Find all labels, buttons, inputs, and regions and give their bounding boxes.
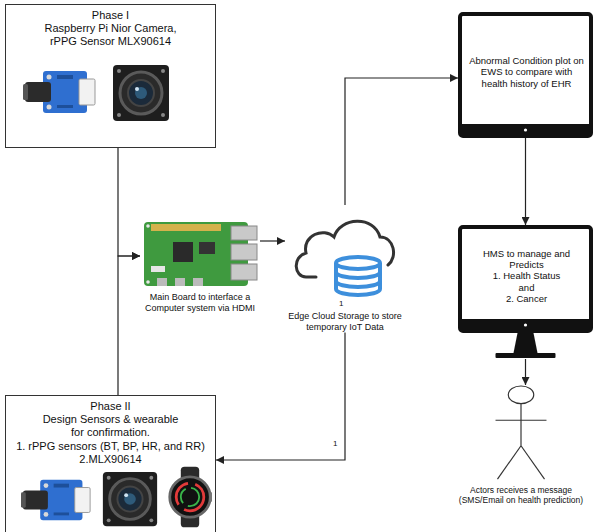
- main-board: Main Board to interface a Computer syste…: [140, 220, 260, 314]
- cloud-storage: Edge Cloud Storage to store temporary Io…: [285, 205, 405, 333]
- raspberry-pi-board: [144, 222, 257, 286]
- flow-arrow: [525, 138, 526, 225]
- raspberry-pi-board: [143, 220, 258, 288]
- sensor-illustration: [9, 57, 212, 129]
- box-text: 2. Cancer: [506, 293, 547, 304]
- flow-arrow: [260, 240, 285, 241]
- flow-arrow: [118, 256, 140, 395]
- monitor-screen-outline: [460, 14, 591, 136]
- stick-figure: [496, 386, 547, 479]
- box-text: Raspberry Pi Nior Camera, rPPG Sensor ML…: [41, 22, 181, 48]
- actor-figure: Actors receives a message (SMS/Email on …: [452, 385, 590, 505]
- box-text: Design Sensors & wearable for confirmati…: [36, 413, 186, 439]
- box-text: Actors receives a message (SMS/Email on …: [452, 485, 590, 505]
- box-text: Edge Cloud Storage to store temporary Io…: [285, 311, 405, 333]
- connection-marker: 1: [332, 440, 338, 448]
- camera-module: [103, 472, 157, 526]
- flow-arrow: [216, 333, 345, 460]
- phase-box: Phase IIDesign Sensors & wearable for co…: [5, 395, 216, 532]
- power-dot: [524, 323, 527, 326]
- sensor-illustration: [9, 466, 212, 532]
- box-text: and: [519, 282, 535, 293]
- connection-marker: 1: [338, 300, 344, 308]
- box-heading: Phase I: [9, 9, 212, 22]
- camera-module: [113, 65, 169, 121]
- stick-figure: [491, 385, 551, 483]
- sensor-module: [23, 71, 95, 113]
- box-text: Abnormal Condition plot on EWS to compar…: [468, 55, 585, 89]
- flow-arrow: [118, 148, 140, 256]
- cloud-database-icon: [290, 205, 400, 299]
- cloud-database-icon: [296, 221, 393, 295]
- box-heading: Phase II: [9, 400, 212, 413]
- monitor-bezel: [460, 124, 591, 136]
- flow-arrow: [525, 359, 526, 385]
- smartwatch: [170, 467, 212, 528]
- phase-box: Phase IRaspberry Pi Nior Camera, rPPG Se…: [5, 4, 216, 148]
- box-text: Main Board to interface a Computer syste…: [140, 292, 260, 314]
- monitor-neck: [514, 333, 538, 353]
- box-text: 1. rPPG sensors (BT, BP, HR, and RR): [9, 440, 212, 453]
- box-text: HMS to manage and Predicts: [468, 248, 585, 271]
- monitor-screen: Abnormal Condition plot on EWS to compar…: [458, 12, 593, 138]
- flow-arrow: [345, 78, 458, 205]
- monitor-screen: HMS to manage and Predicts1. Health Stat…: [458, 225, 593, 359]
- monitor-base: [496, 353, 556, 358]
- monitor-bezel: [460, 319, 591, 331]
- power-dot: [524, 128, 527, 131]
- box-text: 1. Health Status: [493, 270, 561, 281]
- monitor-screen-outline: [460, 227, 591, 331]
- sensor-module: [21, 480, 90, 520]
- box-text: 2.MLX90614: [9, 453, 212, 466]
